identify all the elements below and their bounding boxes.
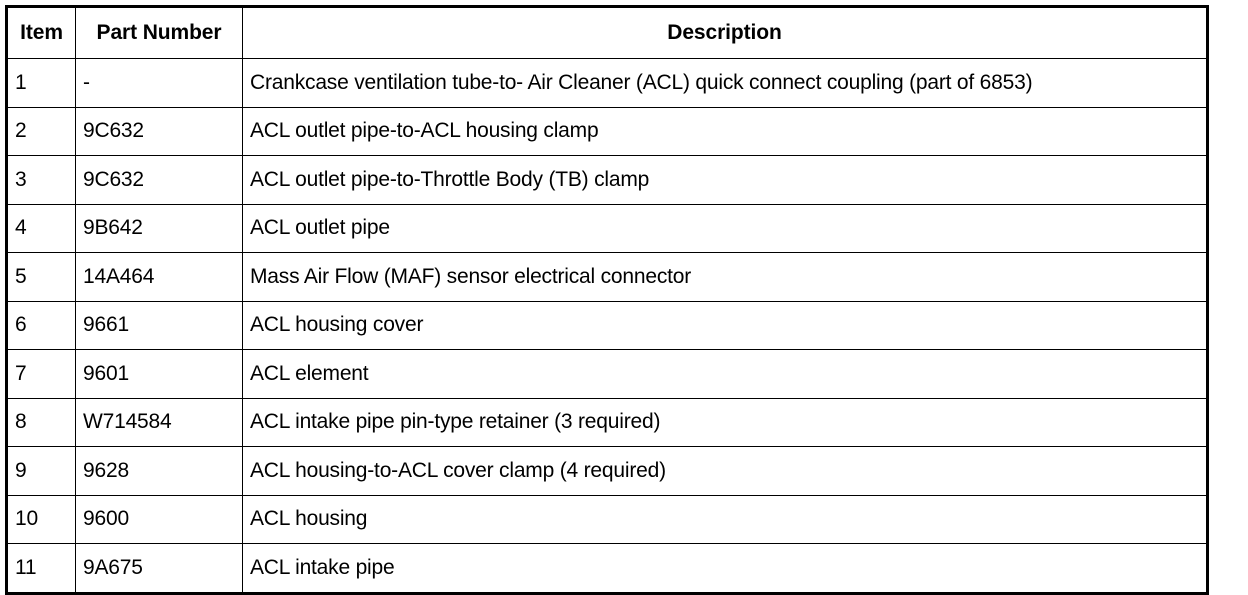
cell-item: 1 <box>6 58 76 108</box>
cell-description: Mass Air Flow (MAF) sensor electrical co… <box>242 252 1208 302</box>
cell-item: 6 <box>6 300 76 350</box>
cell-part-number: 9600 <box>75 494 243 544</box>
cell-description: ACL element <box>242 349 1208 399</box>
table-header: Item Part Number Description <box>6 6 1208 59</box>
cell-part-number: 14A464 <box>75 252 243 302</box>
table-header-row: Item Part Number Description <box>6 6 1208 59</box>
cell-part-number: W714584 <box>75 397 243 447</box>
cell-part-number: 9661 <box>75 300 243 350</box>
table-row: 8 W714584 ACL intake pipe pin-type retai… <box>6 397 1208 447</box>
cell-description: ACL housing <box>242 494 1208 544</box>
table-row: 1 - Crankcase ventilation tube-to- Air C… <box>6 58 1208 108</box>
cell-description: ACL outlet pipe <box>242 203 1208 253</box>
cell-part-number: 9628 <box>75 446 243 496</box>
cell-item: 4 <box>6 203 76 253</box>
cell-item: 3 <box>6 155 76 205</box>
cell-item: 8 <box>6 397 76 447</box>
table-row: 7 9601 ACL element <box>6 349 1208 399</box>
cell-item: 9 <box>6 446 76 496</box>
cell-description: ACL intake pipe pin-type retainer (3 req… <box>242 397 1208 447</box>
cell-description: Crankcase ventilation tube-to- Air Clean… <box>242 58 1208 108</box>
cell-item: 11 <box>6 543 76 594</box>
table-row: 11 9A675 ACL intake pipe <box>6 543 1208 594</box>
table-row: 4 9B642 ACL outlet pipe <box>6 203 1208 253</box>
column-header-item: Item <box>6 6 76 59</box>
table-row: 5 14A464 Mass Air Flow (MAF) sensor elec… <box>6 252 1208 302</box>
column-header-part-number: Part Number <box>75 6 243 59</box>
cell-item: 7 <box>6 349 76 399</box>
column-header-description: Description <box>242 6 1208 59</box>
cell-part-number: - <box>75 58 243 108</box>
cell-part-number: 9B642 <box>75 203 243 253</box>
cell-description: ACL outlet pipe-to-Throttle Body (TB) cl… <box>242 155 1208 205</box>
table-row: 10 9600 ACL housing <box>6 494 1208 544</box>
cell-item: 2 <box>6 106 76 156</box>
table-body: 1 - Crankcase ventilation tube-to- Air C… <box>6 58 1208 594</box>
cell-item: 10 <box>6 494 76 544</box>
cell-part-number: 9C632 <box>75 155 243 205</box>
parts-list-table: Item Part Number Description 1 - Crankca… <box>5 5 1209 595</box>
table-row: 9 9628 ACL housing-to-ACL cover clamp (4… <box>6 446 1208 496</box>
cell-description: ACL housing-to-ACL cover clamp (4 requir… <box>242 446 1208 496</box>
cell-description: ACL intake pipe <box>242 543 1208 594</box>
table-row: 2 9C632 ACL outlet pipe-to-ACL housing c… <box>6 106 1208 156</box>
cell-description: ACL housing cover <box>242 300 1208 350</box>
table-row: 3 9C632 ACL outlet pipe-to-Throttle Body… <box>6 155 1208 205</box>
cell-part-number: 9601 <box>75 349 243 399</box>
cell-item: 5 <box>6 252 76 302</box>
cell-part-number: 9A675 <box>75 543 243 594</box>
cell-part-number: 9C632 <box>75 106 243 156</box>
table-row: 6 9661 ACL housing cover <box>6 300 1208 350</box>
cell-description: ACL outlet pipe-to-ACL housing clamp <box>242 106 1208 156</box>
